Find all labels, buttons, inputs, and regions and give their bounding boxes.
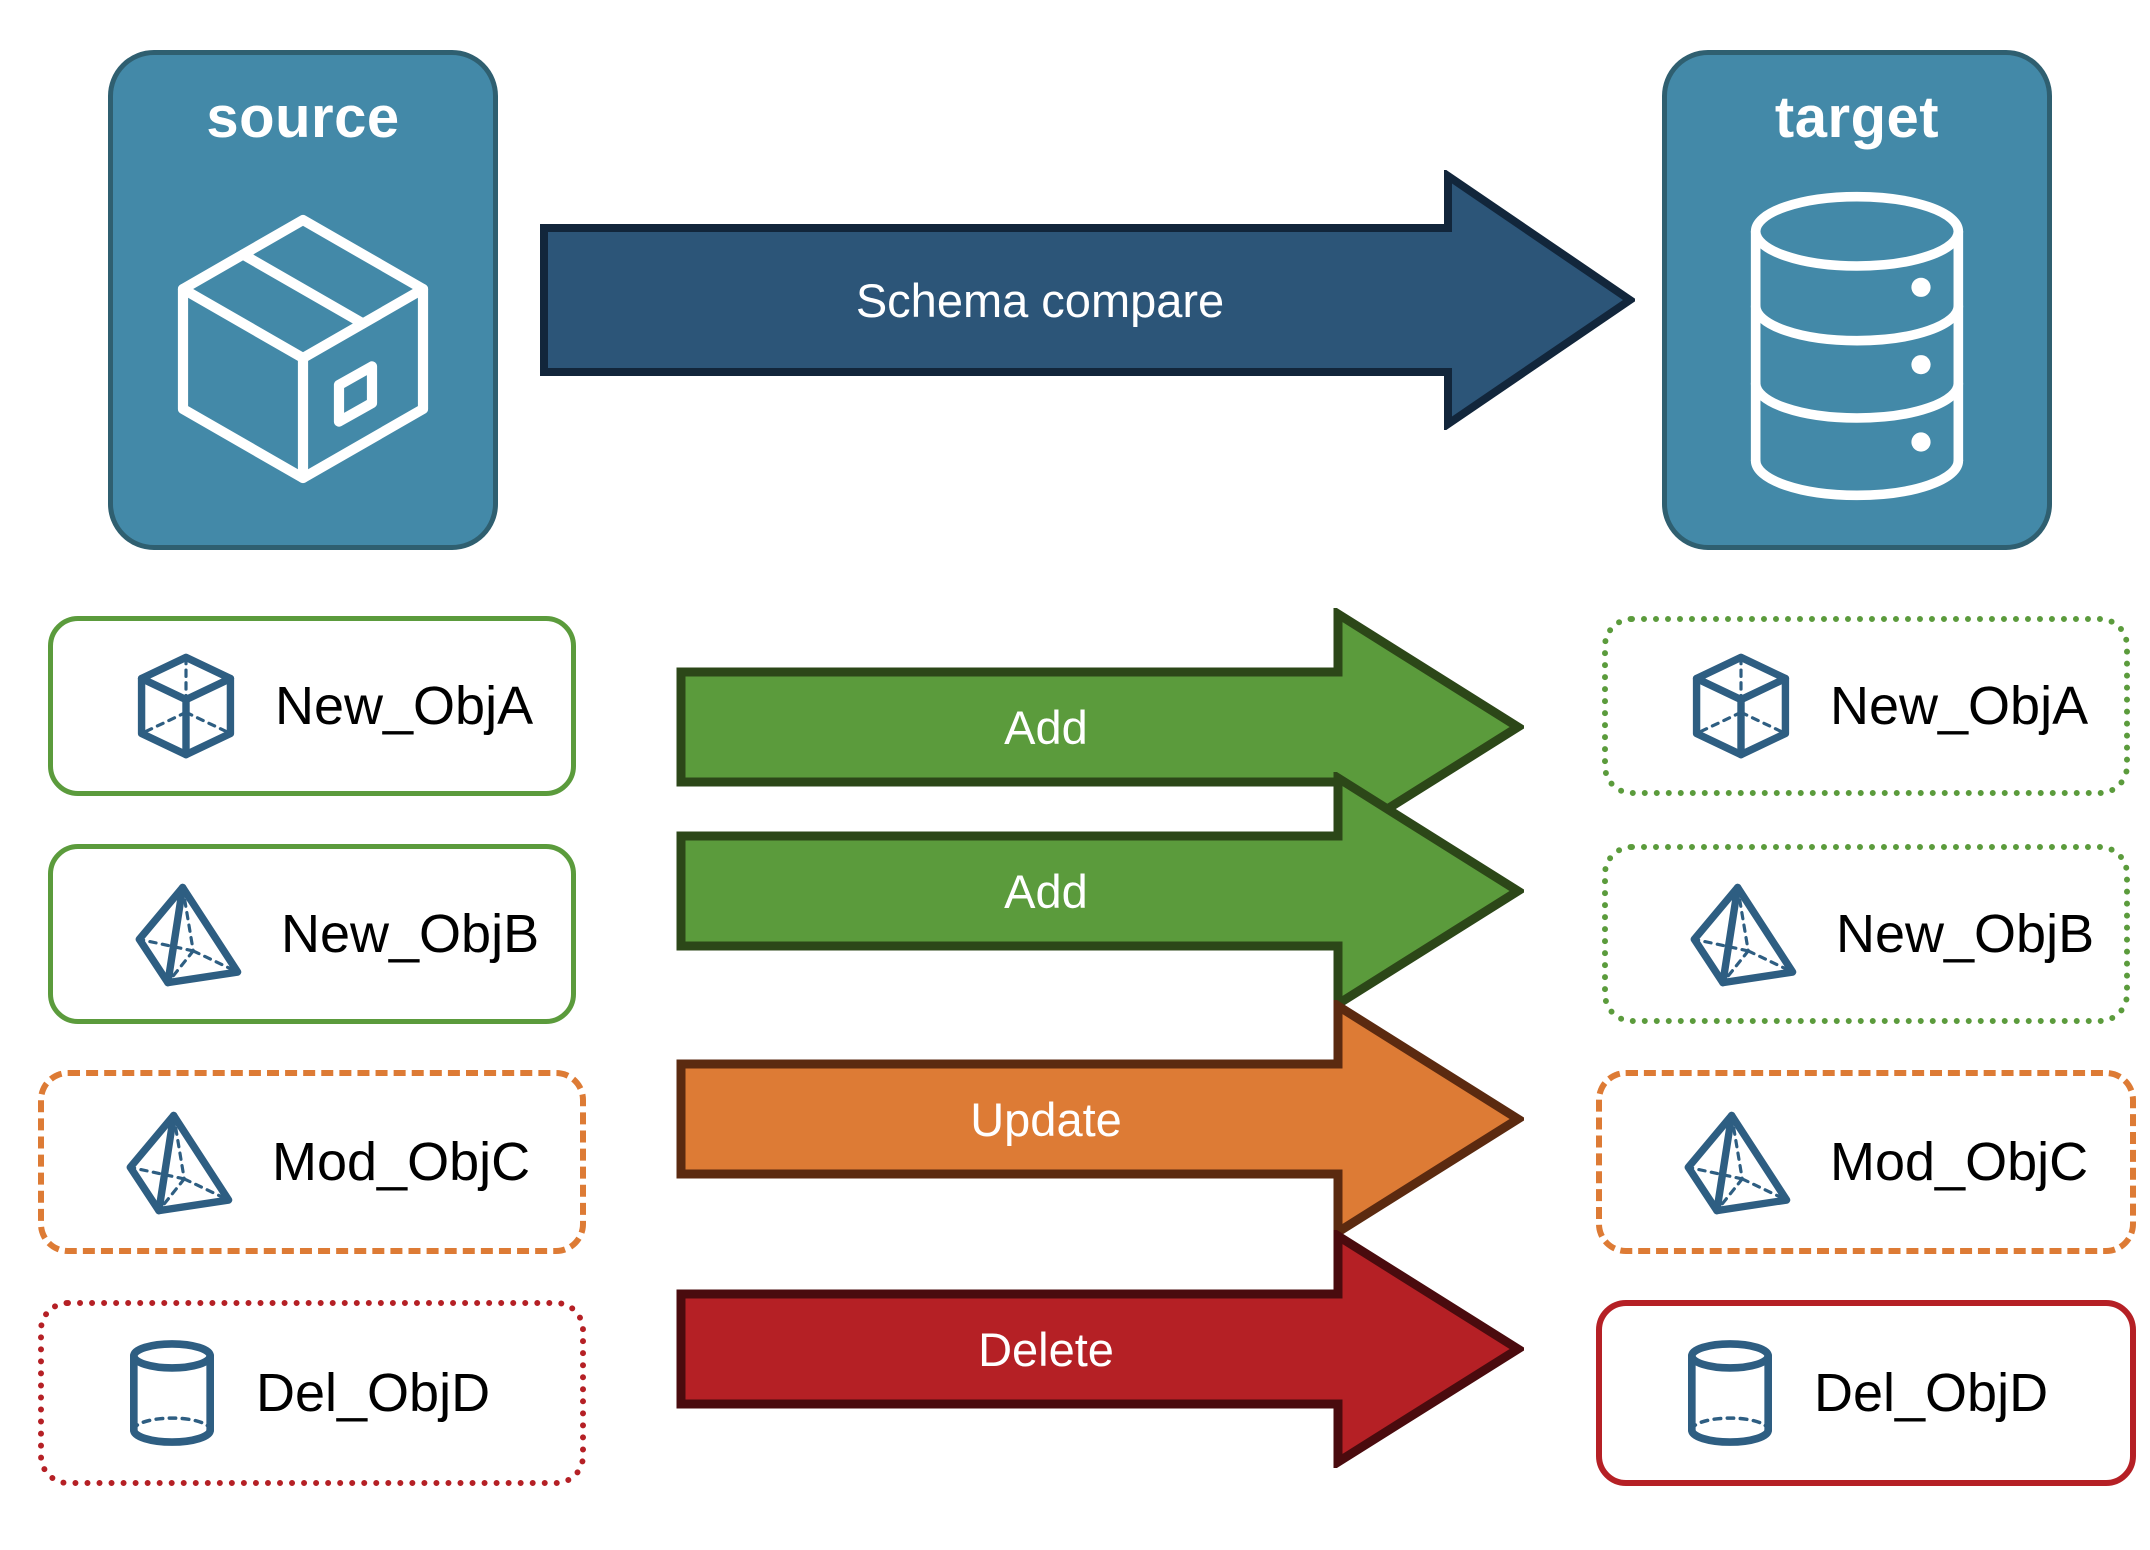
action-arrow-label-2: Update (970, 1092, 1122, 1146)
action-arrow-label-wrap-1: Add (676, 772, 1416, 1010)
wireframe-cube-icon (1692, 653, 1790, 759)
source-object-label-3: Del_ObjD (256, 1363, 491, 1423)
wireframe-pyramid-icon (1684, 1111, 1791, 1215)
source-object-box-2[interactable]: Mod_ObjC (38, 1070, 586, 1254)
action-arrow-label-0: Add (1004, 700, 1088, 754)
source-endpoint-card[interactable]: source (108, 50, 498, 550)
action-arrow-label-wrap-0: Add (676, 608, 1416, 846)
action-arrow-label-1: Add (1004, 864, 1088, 918)
target-object-label-0: New_ObjA (1830, 676, 2089, 736)
source-object-box-0[interactable]: New_ObjA (48, 616, 576, 796)
target-object-label-1: New_ObjB (1836, 904, 2095, 964)
action-arrow-2 (676, 1000, 1524, 1238)
action-arrow-label-wrap-3: Delete (676, 1230, 1416, 1468)
source-title: source (206, 85, 400, 150)
source-artwork (113, 147, 493, 545)
target-object-box-0[interactable]: New_ObjA (1602, 616, 2130, 796)
wireframe-pyramid-icon (126, 1111, 233, 1215)
target-endpoint-card[interactable]: target (1662, 50, 2052, 550)
source-object-box-3[interactable]: Del_ObjD (38, 1300, 586, 1486)
action-arrow-1 (676, 772, 1524, 1010)
target-object-label-2: Mod_ObjC (1830, 1132, 2089, 1192)
wireframe-cylinder-icon (130, 1340, 214, 1446)
action-arrow-0 (676, 608, 1524, 846)
source-object-label-2: Mod_ObjC (272, 1132, 531, 1192)
wireframe-cylinder-icon (1688, 1340, 1772, 1446)
target-object-box-3[interactable]: Del_ObjD (1596, 1300, 2136, 1486)
source-object-label-0: New_ObjA (275, 676, 534, 736)
action-arrow-3 (676, 1230, 1524, 1468)
wireframe-cube-icon (137, 653, 235, 759)
package-box-icon (177, 214, 429, 484)
target-object-box-1[interactable]: New_ObjB (1602, 844, 2130, 1024)
target-artwork (1667, 147, 2047, 545)
action-arrow-label-wrap-2: Update (676, 1000, 1416, 1238)
target-object-box-2[interactable]: Mod_ObjC (1596, 1070, 2136, 1254)
wireframe-pyramid-icon (135, 883, 242, 987)
source-object-label-1: New_ObjB (281, 904, 540, 964)
target-object-label-3: Del_ObjD (1814, 1363, 2049, 1423)
source-object-box-1[interactable]: New_ObjB (48, 844, 576, 1024)
schema-compare-arrow (540, 170, 1635, 430)
target-title: target (1774, 85, 1940, 150)
database-cylinder-icon (1750, 191, 1964, 501)
action-arrow-label-3: Delete (978, 1322, 1114, 1376)
wireframe-pyramid-icon (1690, 883, 1797, 987)
